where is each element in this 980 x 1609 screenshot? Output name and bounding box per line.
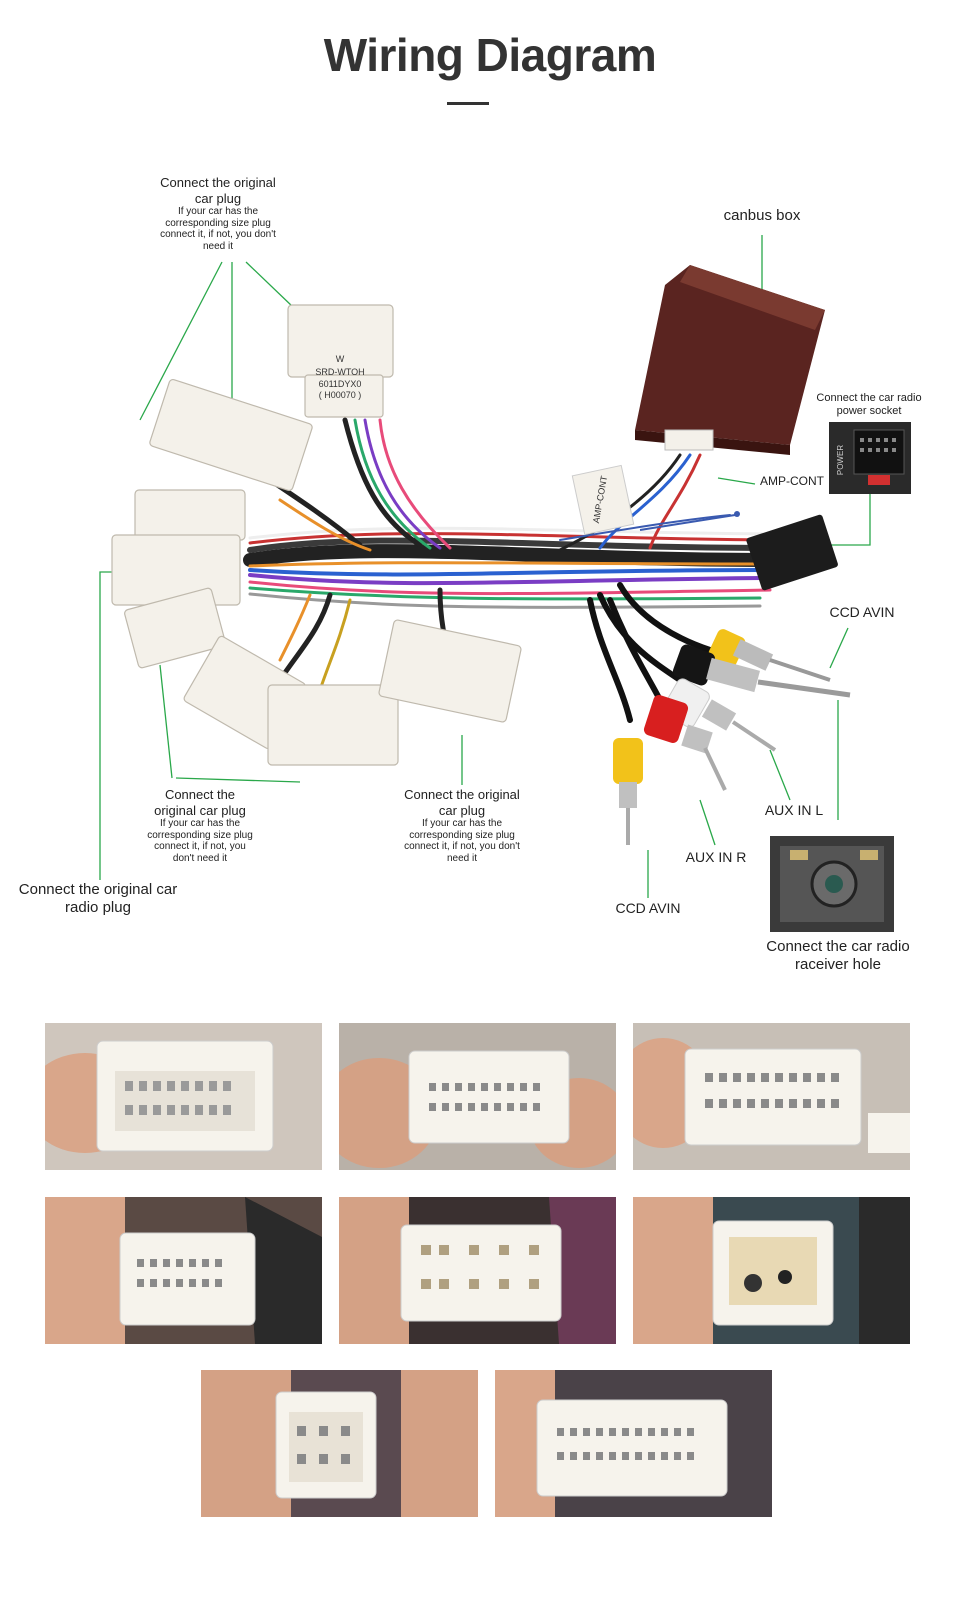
plug-print-1: W — [336, 354, 345, 364]
label-aux-in-r: AUX IN R — [685, 849, 747, 865]
label-top-plug-sub: If your car has the corresponding size p… — [160, 206, 276, 252]
connector-photo-3 — [633, 1023, 910, 1170]
white-connectors — [111, 304, 522, 766]
label-ccd-avin-bottom: CCD AVIN — [615, 900, 681, 916]
label-power-socket: Connect the car radio power socket — [816, 392, 922, 418]
label-aux-in-l: AUX IN L — [764, 802, 824, 818]
plug-print-3: 6011DYX0 — [319, 379, 362, 389]
connector-photo-8 — [495, 1370, 772, 1517]
connector-photo-6 — [633, 1197, 910, 1344]
canbus-box — [635, 265, 825, 455]
plug-print: W SRD-WTOH 6011DYX0 ( H00070 ) — [315, 354, 364, 400]
page-title: Wiring Diagram — [323, 29, 657, 81]
label-canbus-box: canbus box — [723, 207, 801, 224]
title-underline — [447, 102, 489, 105]
connector-photo-4 — [45, 1197, 322, 1344]
receiver-hole-photo — [770, 836, 894, 932]
amp-cont-tag: AMP-CONT — [571, 464, 740, 536]
label-mid-plug-left-main: Connect the original car plug — [154, 787, 246, 818]
leader-lines — [99, 235, 871, 898]
label-top-plug-main: Connect the original car plug — [160, 175, 276, 206]
label-radio-plug: Connect the original car radio plug — [18, 881, 178, 916]
black-iso-connector — [746, 514, 838, 591]
connector-photo-2 — [339, 1023, 616, 1170]
label-mid-plug-left-sub: If your car has the corresponding size p… — [147, 818, 253, 864]
power-socket-photo: POWER — [829, 422, 911, 494]
plug-print-4: ( H00070 ) — [319, 390, 362, 400]
power-print: POWER — [836, 445, 845, 475]
label-ccd-avin-right: CCD AVIN — [829, 604, 895, 620]
label-mid-plug-right-sub: If your car has the corresponding size p… — [404, 818, 520, 864]
wiring-harness-illustration: W SRD-WTOH 6011DYX0 ( H00070 ) AMP-CONT … — [99, 235, 911, 932]
rca-plugs — [613, 629, 851, 845]
label-mid-plug-right: Connect the original car plug If your ca… — [402, 787, 522, 864]
connector-photo-5 — [339, 1197, 616, 1344]
plug-print-2: SRD-WTOH — [315, 367, 364, 377]
connector-photo-1 — [45, 1023, 322, 1170]
label-mid-plug-right-main: Connect the original car plug — [404, 787, 520, 818]
label-amp-cont: AMP-CONT — [760, 474, 824, 488]
label-receiver-hole: Connect the car radio raceiver hole — [766, 938, 910, 973]
label-mid-plug-left: Connect the original car plug If your ca… — [144, 787, 256, 864]
label-top-plug: Connect the original car plug If your ca… — [158, 175, 278, 252]
wire-bundle — [243, 417, 787, 723]
connector-photo-7 — [201, 1370, 478, 1517]
